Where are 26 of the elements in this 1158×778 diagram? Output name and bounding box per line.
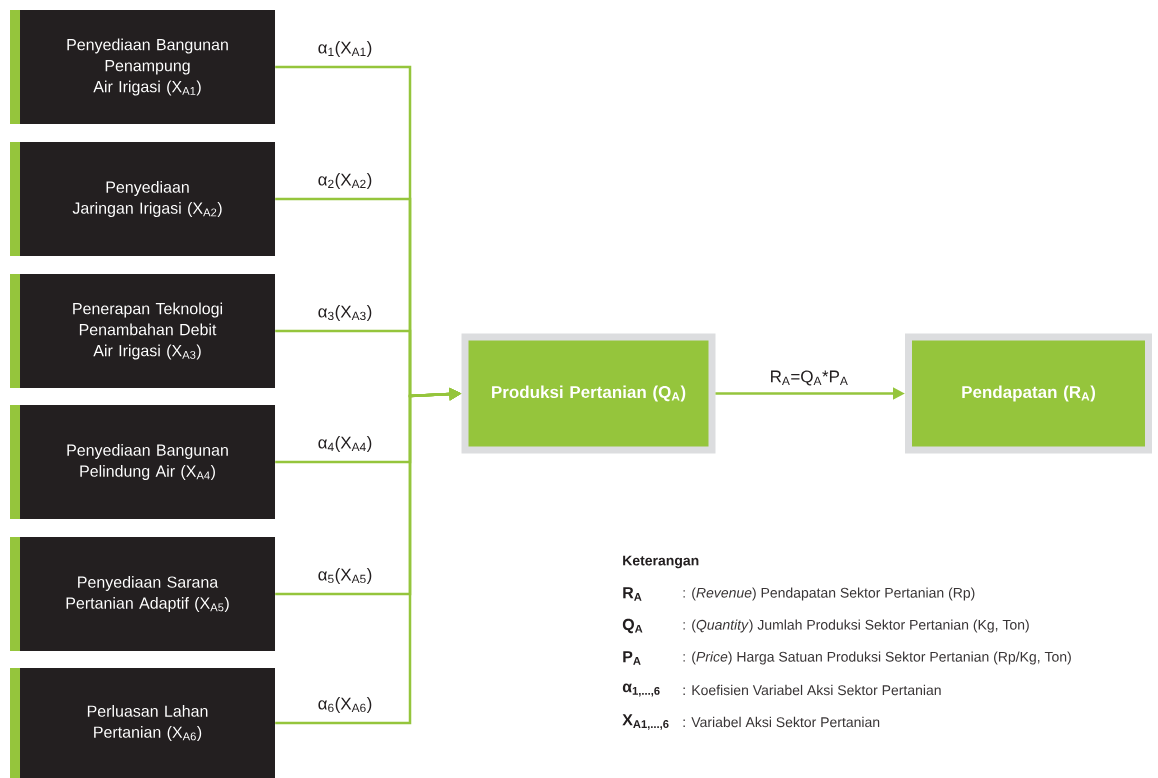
action-box: Perluasan Lahan Pertanian (X$_{A6}$) — [10, 668, 275, 778]
legend-symbol: P$_{A}$ — [623, 651, 641, 665]
legend-symbol: X$_{A1,...,6}$ — [622, 714, 669, 730]
edge-label: α$_{5}$(X$_{A5}$) — [316, 567, 374, 585]
action-box: Penyediaan Jaringan Irigasi (X$_{A2}$) — [10, 142, 275, 256]
edge-label: α$_{3}$(X$_{A3}$) — [316, 304, 374, 322]
legend-text: : Koefisien Variabel Aksi Sektor Pertanian — [683, 684, 941, 696]
legend-heading: Keterangan — [623, 555, 699, 569]
legend-symbol: Q$_{A}$ — [622, 618, 643, 634]
result-box: Produksi Pertanian (Q$_{A}$) — [461, 333, 716, 454]
legend-text: : (Price) Harga Satuan Produksi Sektor Pertanian (Rp/Kg, Ton) — [683, 651, 1071, 665]
edge-label: R$_{A}$=Q$_{A}$*P$_{A}$ — [768, 369, 850, 387]
legend-text: : (Revenue) Pendapatan Sektor Pertanian (Rp) — [683, 587, 975, 601]
edge-label: α$_{4}$(X$_{A4}$) — [316, 435, 374, 453]
edge-label: α$_{2}$(X$_{A2}$) — [316, 172, 374, 190]
action-box: Penyediaan Bangunan Penampung Air Irigasi (X$_{A1}$) — [10, 10, 275, 124]
edge-label: α$_{1}$(X$_{A1}$) — [316, 40, 374, 58]
action-box: Penyediaan Bangunan Pelindung Air (X$_{A4}$) — [10, 405, 275, 519]
edge-label: α$_{6}$(X$_{A6}$) — [316, 696, 374, 714]
legend-text: : (Quantity) Jumlah Produksi Sektor Pertanian (Kg, Ton) — [683, 619, 1029, 633]
result-box: Pendapatan (R$_{A}$) — [905, 333, 1152, 454]
action-box: Penerapan Teknologi Penambahan Debit Air Irigasi (X$_{A3}$) — [10, 274, 275, 388]
legend-symbol: α$_{1,...,6}$ — [622, 683, 660, 697]
action-box: Penyediaan Sarana Pertanian Adaptif (X$_{A5}$) — [10, 537, 275, 651]
legend-text: : Variabel Aksi Sektor Pertanian — [683, 716, 880, 728]
legend-symbol: R$_{A}$ — [623, 587, 642, 601]
